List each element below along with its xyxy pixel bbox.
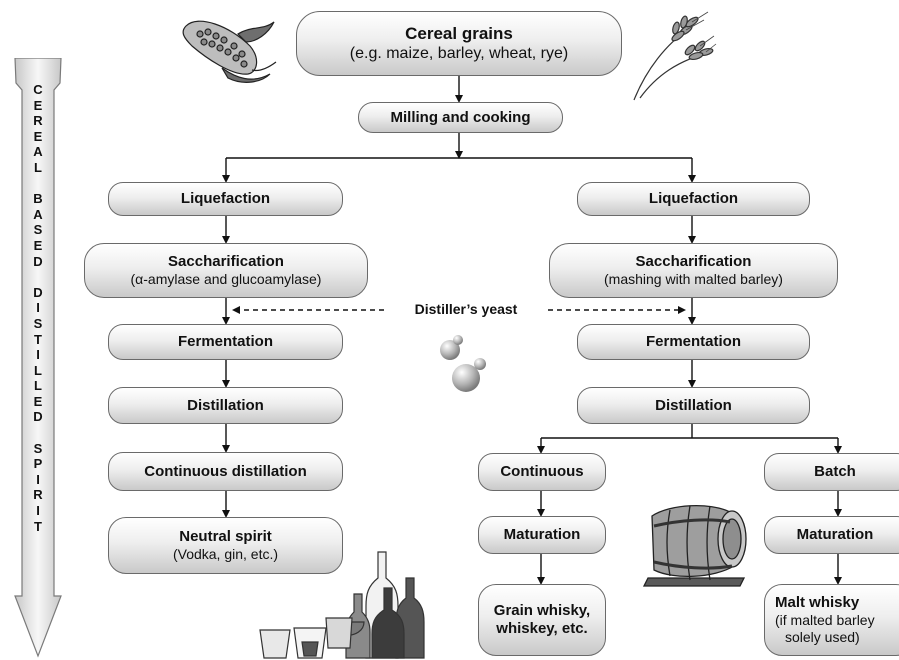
wheat-ears-icon <box>633 11 717 101</box>
neutral-spirit-subtitle: (Vodka, gin, etc.) <box>172 546 279 562</box>
distillers-yeast-label: Distiller’s yeast <box>384 300 548 318</box>
banner-letter: I <box>36 471 40 487</box>
banner-letter: D <box>33 409 43 425</box>
banner-letter: E <box>33 393 43 409</box>
right-liquefaction-box: Liquefaction <box>577 182 810 216</box>
banner-letter: D <box>33 284 43 300</box>
banner-letter: L <box>34 159 42 175</box>
banner-letter: D <box>33 253 43 269</box>
banner-letter: R <box>33 487 43 503</box>
maturation-continuous-box: Maturation <box>478 516 606 554</box>
left-saccharification-subtitle: (α-amylase and glucoamylase) <box>130 271 322 287</box>
neutral-spirit-title: Neutral spirit <box>179 528 272 545</box>
cereal-grains-box: Cereal grains (e.g. maize, barley, wheat… <box>296 11 622 76</box>
corn-cob-icon <box>182 20 277 83</box>
banner-letter: A <box>33 206 43 222</box>
malt-whisky-title: Malt whisky <box>775 594 860 611</box>
right-saccharification-subtitle: (mashing with malted barley) <box>604 271 783 287</box>
neutral-spirit-box: Neutral spirit (Vodka, gin, etc.) <box>108 517 343 574</box>
continuous-distillation-label: Continuous distillation <box>144 462 307 480</box>
bottles-and-glasses-icon <box>259 551 425 659</box>
grain-whisky-box: Grain whisky, whiskey, etc. <box>478 584 606 656</box>
banner-letter: T <box>34 518 42 534</box>
malt-whisky-line3: solely used) <box>785 629 860 645</box>
milling-box: Milling and cooking <box>358 102 563 133</box>
maturation-continuous-label: Maturation <box>503 526 581 543</box>
left-fermentation-label: Fermentation <box>177 333 273 350</box>
left-saccharification-box: Saccharification (α-amylase and glucoamy… <box>84 243 368 298</box>
malt-whisky-line2: (if malted barley <box>775 612 875 628</box>
right-saccharification-title: Saccharification <box>635 253 752 270</box>
barrel-icon <box>642 504 747 587</box>
banner-letter: L <box>34 378 42 394</box>
left-fermentation-box: Fermentation <box>108 324 343 360</box>
continuous-box: Continuous <box>478 453 606 491</box>
banner-letter: E <box>33 128 43 144</box>
grain-whisky-line2: whiskey, etc. <box>496 620 588 637</box>
left-liquefaction-box: Liquefaction <box>108 182 343 216</box>
banner-letter: P <box>33 456 43 472</box>
banner-letter: I <box>36 347 40 363</box>
banner-letter: B <box>33 191 43 207</box>
banner-letter: S <box>33 315 43 331</box>
banner-letter: R <box>33 113 43 129</box>
right-fermentation-box: Fermentation <box>577 324 810 360</box>
milling-label: Milling and cooking <box>390 108 531 126</box>
banner-letter: I <box>36 503 40 519</box>
banner-letter: E <box>33 237 43 253</box>
banner-letter: T <box>34 331 42 347</box>
malt-whisky-box: Malt whisky (if malted barley solely use… <box>764 584 899 656</box>
banner-letter: S <box>33 222 43 238</box>
right-liquefaction-label: Liquefaction <box>648 190 739 207</box>
left-continuous-distillation-box: Continuous distillation <box>108 452 343 491</box>
vertical-arrow-banner <box>14 58 62 658</box>
grain-whisky-line1: Grain whisky, <box>493 602 591 619</box>
yeast-cells-icon <box>440 335 486 392</box>
banner-letter: S <box>33 440 43 456</box>
left-distillation-label: Distillation <box>187 396 264 414</box>
cereal-grains-subtitle: (e.g. maize, barley, wheat, rye) <box>349 45 569 62</box>
right-distillation-box: Distillation <box>577 387 810 424</box>
right-saccharification-box: Saccharification (mashing with malted ba… <box>549 243 838 298</box>
continuous-label: Continuous <box>500 463 584 480</box>
left-liquefaction-label: Liquefaction <box>180 190 271 207</box>
right-fermentation-label: Fermentation <box>645 333 741 350</box>
maturation-batch-label: Maturation <box>796 526 874 543</box>
batch-box: Batch <box>764 453 899 491</box>
left-distillation-box: Distillation <box>108 387 343 424</box>
banner-letter: E <box>33 97 43 113</box>
banner-letter: L <box>34 362 42 378</box>
left-saccharification-title: Saccharification <box>168 253 284 270</box>
banner-letter: I <box>36 300 40 316</box>
banner-letter: C <box>33 82 43 97</box>
cereal-grains-title: Cereal grains <box>405 24 513 43</box>
batch-label: Batch <box>814 463 856 480</box>
banner-letter: A <box>33 144 43 160</box>
right-distillation-label: Distillation <box>655 396 732 414</box>
maturation-batch-box: Maturation <box>764 516 899 554</box>
